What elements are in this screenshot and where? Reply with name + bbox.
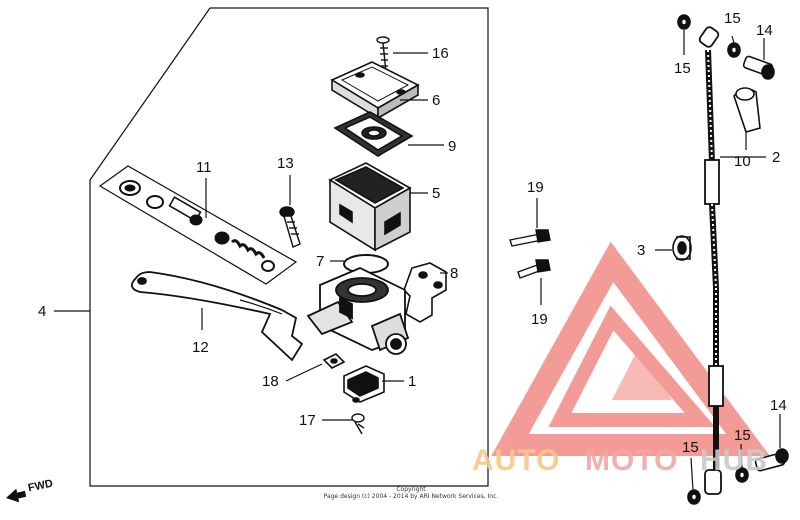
- callout-15-bottom-right: 15: [734, 427, 751, 444]
- part-16-screw: [376, 36, 390, 73]
- callout-17: 17: [299, 412, 316, 429]
- part-15-washer-mid: [727, 42, 741, 58]
- part-1-switch: [343, 365, 385, 403]
- copyright-line-2: Page design (c) 2004 - 2014 by ARI Netwo…: [323, 493, 499, 500]
- watermark-triangle-inner: [548, 305, 716, 427]
- part-18-plate: [322, 353, 346, 369]
- watermark-triangle-outer: [491, 241, 770, 456]
- callout-2: 2: [772, 149, 780, 166]
- part-13-bolt: [279, 206, 301, 248]
- copyright-notice: Copyright Page design (c) 2004 - 2014 by…: [316, 486, 506, 500]
- assembly-frame: [89, 7, 489, 487]
- part-11-piston-kit: [98, 165, 298, 285]
- part-14-bolt-upper: [742, 55, 775, 80]
- part-9-diaphragm: [333, 111, 414, 157]
- callout-8: 8: [450, 265, 458, 282]
- part-12-lever: [130, 271, 304, 362]
- callout-14-top: 14: [756, 22, 773, 39]
- callout-19-upper: 19: [527, 179, 544, 196]
- part-8-clamp: [403, 262, 447, 323]
- fwd-arrow-icon: [6, 488, 27, 503]
- part-15-washer-bottom-left: [687, 489, 701, 505]
- part-15-washer-top: [677, 14, 691, 30]
- callout-15-bottom-left: 15: [682, 439, 699, 456]
- callout-5: 5: [432, 185, 440, 202]
- callout-1: 1: [408, 373, 416, 390]
- callout-11: 11: [196, 159, 212, 176]
- part-17-screw: [351, 413, 365, 435]
- callout-14-bottom: 14: [770, 397, 787, 414]
- part-19-bolt-upper: [509, 229, 551, 247]
- callout-12: 12: [192, 339, 209, 356]
- callout-4: 4: [38, 303, 46, 320]
- watermark-wordmark: AUTO MOTO HUB: [472, 444, 768, 477]
- part-19-bolt-lower: [517, 259, 551, 279]
- watermark-triangle-core: [612, 345, 672, 400]
- callout-16: 16: [432, 45, 449, 62]
- watermark-text-moto: MOTO: [585, 444, 678, 477]
- callout-15-top-left: 15: [674, 60, 691, 77]
- watermark-text-auto: AUTO: [472, 444, 560, 477]
- part-15-washer-bottom-right: [735, 467, 749, 483]
- part-14-bolt-lower: [754, 448, 789, 472]
- callout-10: 10: [734, 153, 751, 170]
- part-2-brake-hose: [698, 26, 724, 495]
- watermark-logo: [491, 241, 770, 456]
- part-3-grommet: [672, 235, 692, 261]
- callout-labels: 16 6 9 5 13 11 7 8 4 12 18 1 17 19 19 3 …: [38, 10, 787, 456]
- callout-18: 18: [262, 373, 279, 390]
- part-5-reservoir: [328, 162, 412, 252]
- part-10-boot: [733, 87, 761, 133]
- part-6-cap: [330, 61, 420, 120]
- callout-7: 7: [316, 253, 324, 270]
- callout-6: 6: [432, 92, 440, 109]
- leader-lines: [54, 30, 781, 491]
- copyright-line-1: Copyright: [396, 486, 426, 493]
- callout-9: 9: [448, 138, 456, 155]
- watermark-text-hub: HUB: [700, 444, 768, 477]
- callout-3: 3: [637, 242, 645, 259]
- master-cylinder-body: [306, 267, 410, 355]
- callout-19-lower: 19: [531, 311, 548, 328]
- callout-13: 13: [277, 155, 294, 172]
- callout-15-top-right: 15: [724, 10, 741, 27]
